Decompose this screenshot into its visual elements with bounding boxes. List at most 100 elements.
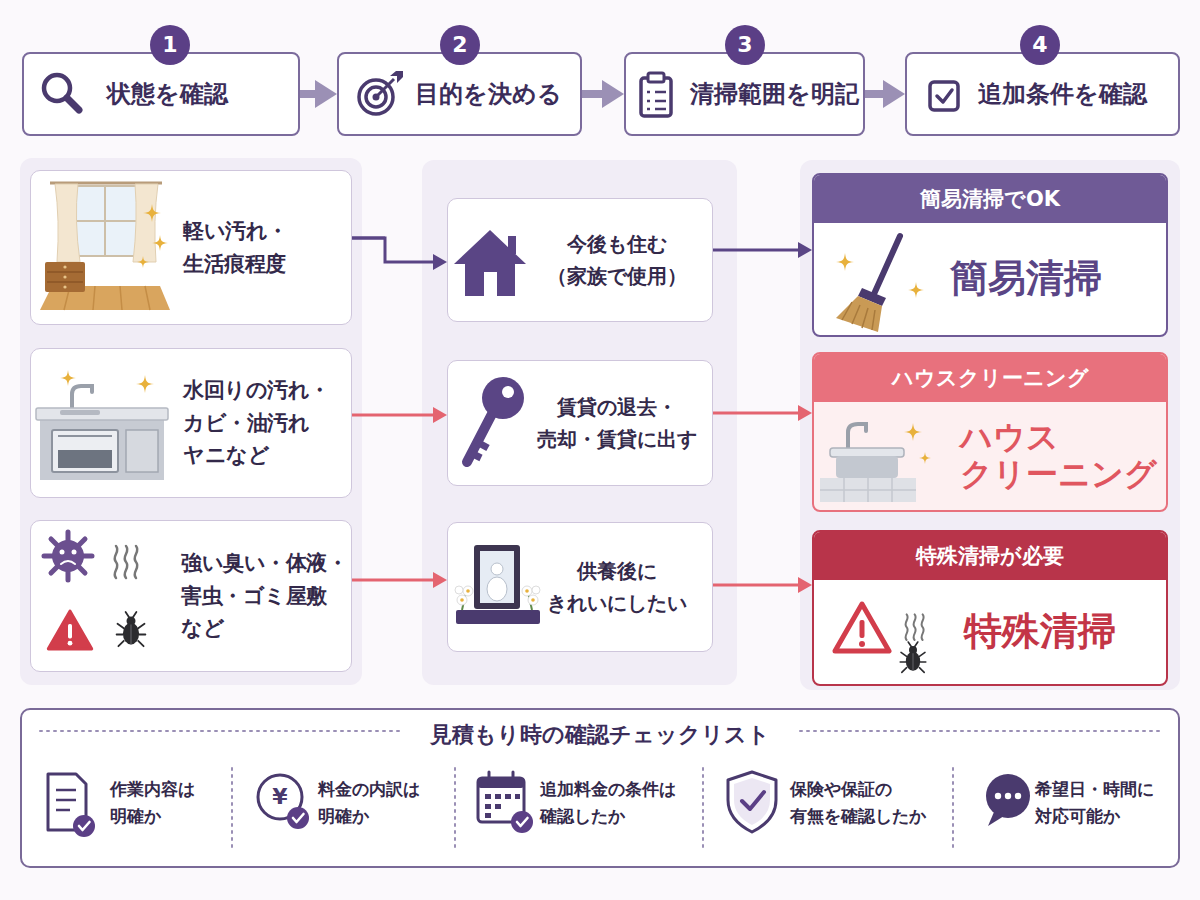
checklist-item: 料金の内訳は 明確か [318,776,420,830]
speech-bubble-icon-part [986,774,1030,818]
kitchen-illustration-part [40,418,164,480]
key-icon-part [467,410,494,462]
speech-bubble-icon-part [1005,793,1011,799]
germ-illustration-part [52,540,84,572]
room-illustration-part [40,286,170,310]
document-icon-part [73,815,95,837]
node-text: 4 [1032,34,1047,56]
calendar-icon-part-part [485,804,491,809]
broom-icon-part [858,288,886,306]
condition-box: 軽い汚れ・ 生活痕程度 [30,170,352,325]
room-illustration-part [63,275,66,278]
flow-arrow [300,90,315,98]
magnifier-icon-part [44,75,70,101]
room-illustration-part [64,286,150,310]
memorial-icon-part [466,589,470,593]
branch-line [384,238,387,580]
checklist-item: 保険や保証の 有無を確認したか [790,776,926,830]
room-illustration-part [137,256,149,268]
kitchen-illustration-part [36,408,168,420]
node-text: 追加条件を確認 [978,78,1147,110]
memorial-icon-part [474,545,520,609]
bathtub-icon-part [848,424,866,452]
checkbox-icon-part [937,90,952,102]
clipboard-icon-part [648,73,664,82]
calendar-icon-part [489,772,513,783]
column-panel [800,160,1180,690]
room-illustration-part [133,184,158,262]
room-illustration-part [55,184,80,262]
memorial-icon-part [460,598,464,602]
step-number: 4 [1020,25,1060,65]
checkbox-icon-part [930,82,958,110]
speech-bubble-icon [986,774,1030,826]
calendar-icon-part-part [485,794,491,799]
clipboard-icon-part [641,78,671,116]
yen-coin-icon [258,775,309,829]
shield-icon-part [742,792,764,809]
speech-bubble-icon-part [988,812,1004,826]
flow-arrow [713,249,798,252]
memorial-icon-part [463,586,473,596]
magnifier-icon-part [67,98,79,110]
node-text: 水回りの汚れ・ カビ・油汚れ ヤニなど [183,374,330,472]
yen-symbol: ¥ [260,784,300,810]
step-number: 1 [150,25,190,65]
node-text: 強い臭い・体液・ 害虫・ゴミ屋敷 など [181,547,347,645]
calendar-icon-part [511,811,533,833]
shield-icon [728,772,776,832]
kitchen-illustration-part [52,430,118,472]
document-icon-part [48,774,86,830]
speech-bubble-icon-part [1015,793,1021,799]
node-text: 1 [162,34,177,56]
bathtub-icon-part [820,478,916,502]
room-illustration-part [143,204,161,222]
bathtub-icon [820,423,931,502]
broom-icon-part [874,236,900,294]
calendar-icon-part-part [495,804,501,809]
result-box: 特殊清掃が必要特殊清掃 [812,530,1168,686]
broom-icon-part [836,253,854,271]
yen-coin-icon-part [258,775,302,819]
node-text: 2 [452,34,467,56]
germ-illustration-part [48,611,91,649]
memorial-icon-part [455,586,463,594]
memorial-icon-part [462,592,532,610]
node-text: 見積もり時の確認チェックリスト [22,720,1178,750]
shield-icon-part [728,772,776,832]
memorial-icon-part [525,589,529,593]
bathtub-icon-part [919,452,931,464]
magnifier-icon [44,75,79,110]
node-text: 軽い汚れ・ 生活痕程度 [183,215,288,280]
memorial-icon-part [532,586,540,594]
key-icon [467,377,524,462]
key-icon-part [502,386,514,398]
room-illustration-part [63,285,66,288]
shield-icon-part [734,778,770,825]
kitchen-illustration-part [58,435,112,437]
flow-arrow [352,579,433,582]
memorial-icon-part [480,551,514,603]
hazard-icon-part [835,604,889,651]
kitchen-illustration-part [136,375,154,393]
memorial-icon [455,545,540,624]
checklist-item: 作業内容は 明確か [110,776,195,830]
room-illustration-part [47,272,83,282]
house-icon-part [465,258,515,296]
node-text: 今後も住む （家族で使用） [547,228,687,292]
germ-illustration-part [115,546,138,578]
kitchen-illustration-part [58,450,112,468]
calendar-icon-part [478,778,524,788]
node-text: 状態を確認 [107,78,228,110]
step-number: 2 [440,25,480,65]
germ-illustration-part [60,550,65,555]
branch-line [352,237,385,240]
germ-illustration-part [44,532,92,580]
calendar-icon-part-part [515,794,520,799]
flow-arrow [713,584,798,587]
checklist-item: 希望日・時間に 対応可能か [1035,776,1154,830]
house-icon-part [484,272,497,296]
kitchen-illustration-part [60,370,76,386]
